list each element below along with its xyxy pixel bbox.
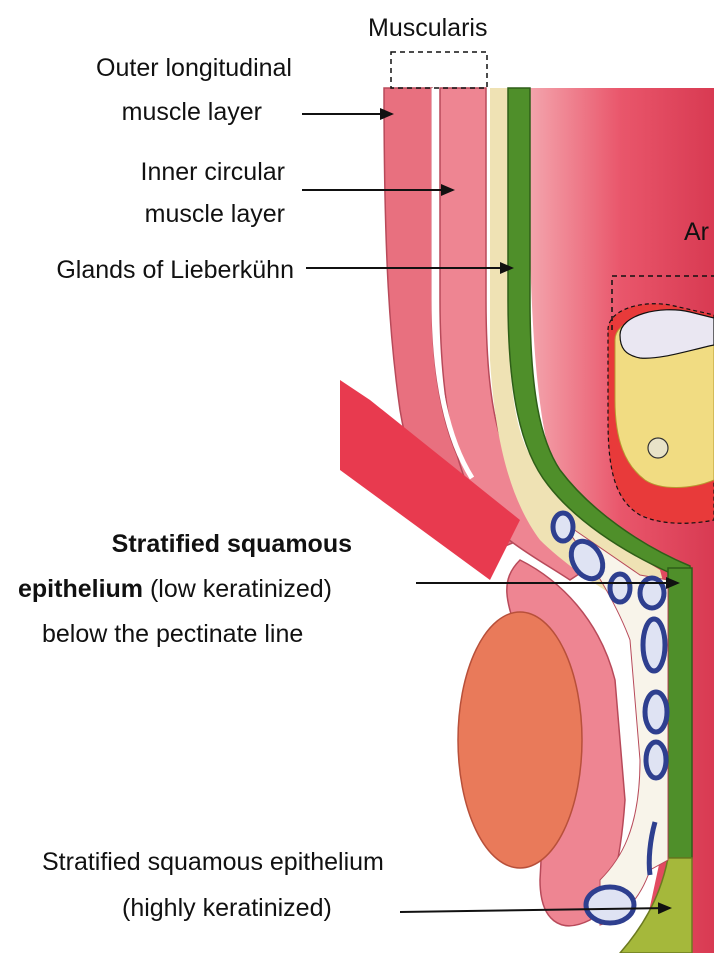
- label-inner-circular-2: muscle layer: [145, 200, 285, 228]
- anal-gland: [608, 304, 714, 524]
- label-squamous-high-2: (highly keratinized): [122, 894, 332, 922]
- label-anal-cut: Ar: [684, 218, 709, 246]
- fat-pad: [458, 612, 582, 868]
- label-squamous-high-1: Stratified squamous epithelium: [42, 848, 384, 876]
- label-inner-circular-1: Inner circular: [141, 158, 286, 186]
- label-glands: Glands of Lieberkühn: [56, 256, 294, 284]
- label-outer-longitudinal-2: muscle layer: [122, 98, 262, 126]
- label-squamous-low-3: below the pectinate line: [42, 620, 303, 648]
- label-squamous-low-2: epithelium (low keratinized): [18, 575, 332, 603]
- label-squamous-low-2-bold: epithelium: [18, 575, 143, 603]
- label-muscularis: Muscularis: [368, 14, 487, 42]
- muscularis-dashed-box: [391, 52, 487, 88]
- label-squamous-low-1: Stratified squamous: [112, 530, 352, 558]
- label-outer-longitudinal-1: Outer longitudinal: [96, 54, 292, 82]
- squamous-low-keratinized: [668, 568, 692, 858]
- label-squamous-low-2-rest: (low keratinized): [143, 575, 332, 603]
